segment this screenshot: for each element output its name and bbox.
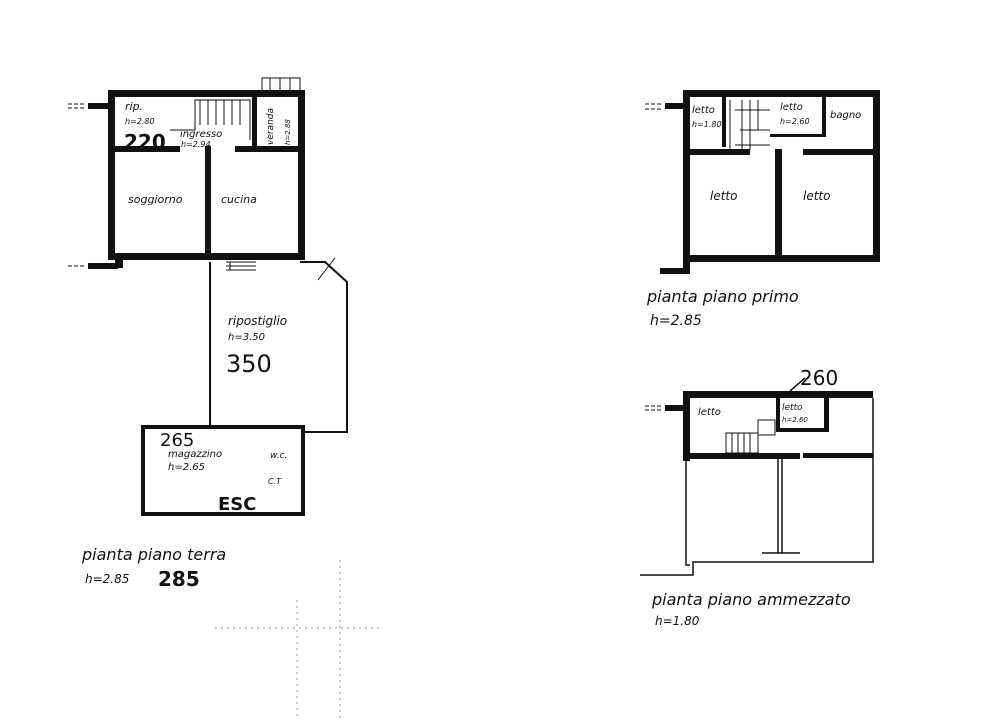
caption-mezzanine: pianta piano ammezzato [651, 590, 851, 609]
first-floor-plan [645, 90, 880, 274]
room-label-letto-1: letto [698, 407, 721, 418]
room-label-letto-1: letto [692, 105, 715, 116]
stairs [170, 77, 301, 271]
room-label-soggiorno: soggiorno [128, 193, 183, 206]
dimension-rip: 220 [124, 130, 166, 154]
height-first-floor: h=2.85 [650, 313, 702, 329]
room-height-rip: h=2.80 [125, 117, 155, 126]
room-height-veranda: h=2.88 [284, 119, 292, 145]
caption-first-floor: pianta piano primo [646, 287, 799, 306]
room-label-cucina: cucina [221, 193, 257, 206]
room-label-letto-4: letto [803, 189, 830, 203]
room-height-ingresso: h=2.94 [181, 140, 211, 149]
room-label-bagno: bagno [830, 110, 861, 121]
room-height-letto-2: h=2.60 [780, 117, 810, 126]
dimension-magazzino: 265 [160, 430, 194, 451]
room-label-ct: C.T [268, 477, 282, 486]
stairs [725, 419, 776, 454]
stairs [729, 100, 770, 150]
room-label-letto-2: letto [780, 102, 803, 113]
room-height-letto-2: h=2.60 [782, 416, 808, 424]
first-floor-labels: letto h=1.80 letto h=2.60 bagno letto le… [646, 102, 861, 329]
room-label-ingresso: ingresso [180, 129, 222, 140]
mezzanine-labels: 260 letto letto h=2.60 pianta piano amme… [651, 366, 851, 628]
mezzanine-plan [640, 377, 874, 576]
room-label-veranda: veranda [266, 108, 276, 145]
caption-ground-floor: pianta piano terra [81, 545, 226, 564]
room-label-ripostiglio: ripostiglio [228, 314, 287, 328]
construction-lines [215, 560, 380, 720]
dimension-ground-floor: 285 [158, 567, 200, 591]
room-label-letto-2: letto [782, 403, 803, 413]
room-height-ripostiglio: h=3.50 [228, 332, 265, 343]
height-mezzanine: h=1.80 [655, 614, 700, 628]
room-height-magazzino: h=2.65 [168, 462, 205, 473]
height-ground-floor: h=2.85 [85, 572, 129, 586]
dimension-mezzanine: 260 [800, 366, 838, 390]
label-esc: ESC [218, 494, 256, 515]
room-label-magazzino: magazzino [168, 449, 222, 460]
dimension-ripostiglio: 350 [226, 350, 272, 378]
ground-floor-plan [68, 77, 348, 516]
room-label-letto-3: letto [710, 189, 737, 203]
room-label-wc: w.c. [270, 451, 287, 461]
ground-floor-labels: rip. h=2.80 220 ingresso h=2.94 veranda … [81, 100, 292, 591]
room-label-rip: rip. [125, 100, 143, 113]
room-height-letto-1: h=1.80 [692, 120, 722, 129]
